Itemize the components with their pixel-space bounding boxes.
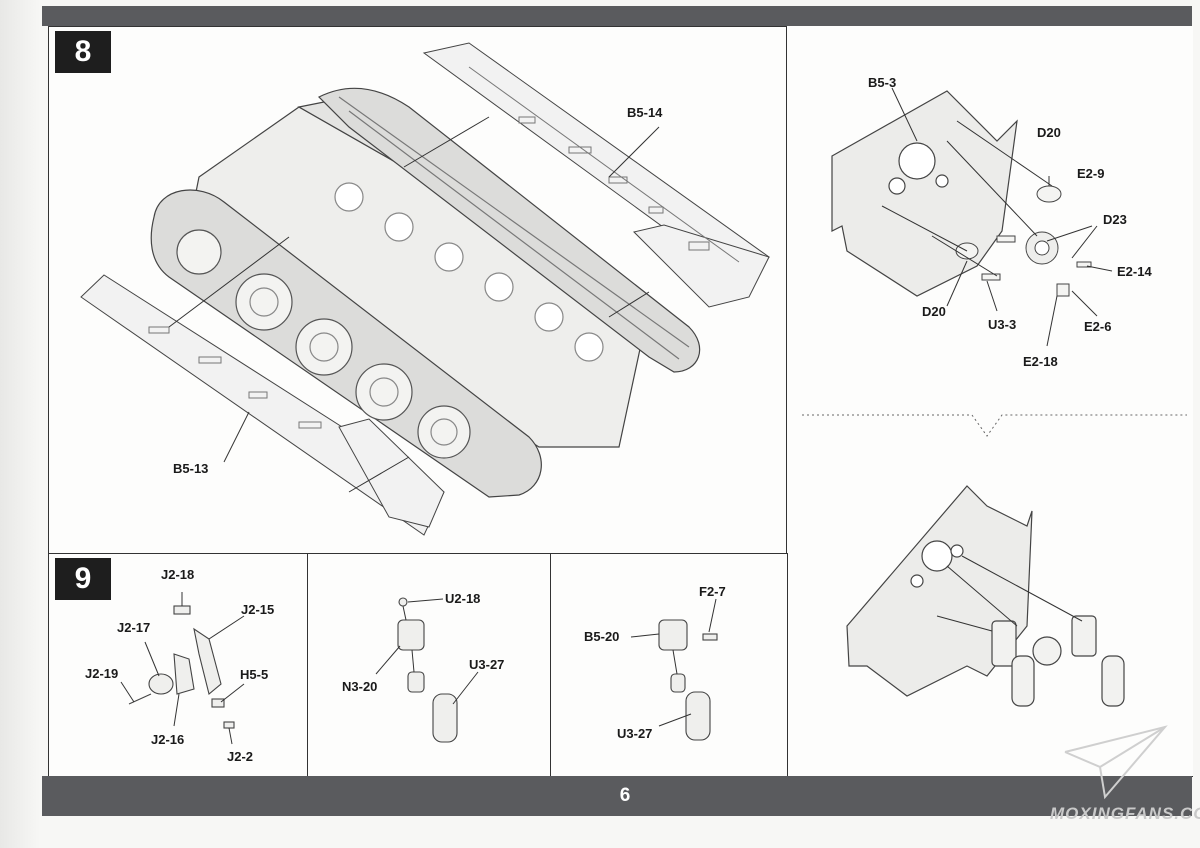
small-parts bbox=[981, 235, 1092, 297]
exhaust-cover-d20-top bbox=[1036, 185, 1062, 203]
paper-plane-watermark-icon bbox=[1064, 725, 1168, 800]
site-watermark: MOXINGFANS.COM bbox=[1050, 804, 1200, 823]
label-e2-14: E2-14 bbox=[1117, 264, 1152, 279]
label-e2-18: E2-18 bbox=[1023, 354, 1058, 369]
rear-plate-illustration bbox=[802, 87, 1187, 707]
label-j2-19: J2-19 bbox=[85, 666, 119, 681]
exhaust-pipes bbox=[991, 615, 1125, 707]
part-n3-20 bbox=[397, 619, 425, 651]
page-number: 6 bbox=[619, 785, 631, 806]
detail-leaders bbox=[881, 87, 1113, 347]
label-j2-15: J2-15 bbox=[241, 602, 275, 617]
label-b5-13: B5-13 bbox=[173, 461, 209, 476]
step9-badge: 9 bbox=[55, 558, 111, 600]
part-u3-27 bbox=[685, 691, 711, 741]
part-b5-20 bbox=[658, 619, 688, 651]
exhaust-assembly-b-illustration bbox=[375, 597, 479, 743]
step9-panel-c: F2-7 B5-20 U3-27 bbox=[550, 553, 788, 778]
label-j2-18: J2-18 bbox=[161, 567, 195, 582]
lower-leaders bbox=[936, 555, 1083, 632]
label-u2-18: U2-18 bbox=[445, 591, 481, 606]
label-b5-3: B5-3 bbox=[868, 75, 897, 90]
label-d20-top: D20 bbox=[1037, 125, 1061, 140]
assembly-arrows bbox=[168, 116, 660, 493]
label-n3-20: N3-20 bbox=[342, 679, 378, 694]
track-right bbox=[317, 87, 701, 373]
part-h5-5 bbox=[211, 698, 225, 708]
part-u3-27 bbox=[432, 693, 458, 743]
label-u3-27: U3-27 bbox=[469, 657, 505, 672]
label-e2-6: E2-6 bbox=[1084, 319, 1112, 334]
label-b5-20: B5-20 bbox=[584, 629, 620, 644]
part-j2-19 bbox=[128, 693, 152, 705]
label-j2-2: J2-2 bbox=[227, 749, 254, 764]
label-f2-7: F2-7 bbox=[699, 584, 726, 599]
label-j2-17: J2-17 bbox=[117, 620, 151, 635]
step8-main-panel: 8 bbox=[48, 26, 788, 555]
part-j2-2 bbox=[223, 721, 235, 729]
hatch-e2-9 bbox=[1025, 231, 1059, 265]
page-binding-shadow bbox=[0, 0, 40, 848]
bottom-footer-bar bbox=[42, 776, 1192, 816]
rear-plate-exploded bbox=[831, 90, 1018, 297]
label-d23: D23 bbox=[1103, 212, 1127, 227]
label-e2-9: E2-9 bbox=[1077, 166, 1105, 181]
part-j2-17 bbox=[148, 673, 174, 695]
step8-detail-panel: B5-3 D20 E2-9 D23 E2-14 E2-6 E2-18 D20 U… bbox=[786, 26, 1193, 777]
label-h5-5: H5-5 bbox=[240, 667, 269, 682]
label-j2-16: J2-16 bbox=[151, 732, 185, 747]
part-j2-16 bbox=[173, 653, 195, 695]
sprocket-parts-illustration bbox=[120, 592, 245, 745]
top-header-bar bbox=[42, 6, 1192, 26]
step9-panel-b: U2-18 N3-20 U3-27 bbox=[307, 553, 552, 778]
label-u3-3: U3-3 bbox=[988, 317, 1017, 332]
step9-panel-a: 9 J2-18 J2-15 J2-17 J2-19 H5-5 J2-16 J2-… bbox=[48, 553, 309, 778]
part-u2-18 bbox=[398, 597, 408, 607]
step8-badge: 8 bbox=[55, 31, 111, 73]
part-j2-18 bbox=[173, 605, 191, 615]
label-b5-14: B5-14 bbox=[627, 105, 663, 120]
exhaust-assembly-c-illustration bbox=[630, 598, 718, 741]
label-u3-27-c: U3-27 bbox=[617, 726, 653, 741]
part-j2-15 bbox=[193, 627, 222, 695]
fender-b5-13 bbox=[80, 274, 445, 536]
fender-b5-14 bbox=[422, 42, 770, 308]
section-divider bbox=[802, 414, 1187, 437]
part-f2-7 bbox=[702, 633, 718, 641]
hull-assembly-illustration bbox=[80, 42, 770, 536]
label-d20-bottom: D20 bbox=[922, 304, 946, 319]
